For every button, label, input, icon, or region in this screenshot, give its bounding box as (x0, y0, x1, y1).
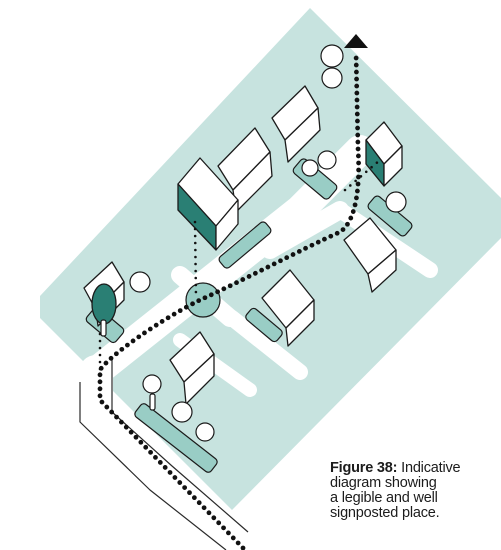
tree (321, 67, 343, 89)
side-route-to-east-landmark (343, 158, 382, 192)
planter-south (134, 403, 218, 473)
tree (301, 159, 319, 177)
tree (385, 191, 407, 213)
caption-line-2: diagram showing (330, 475, 437, 491)
trees (129, 44, 407, 442)
caption-line-3: a legible and well (330, 490, 438, 506)
signpost (149, 393, 156, 411)
landmark-building-centre (177, 157, 239, 251)
house-south-1 (169, 331, 215, 405)
signpost (100, 319, 107, 337)
tree (129, 271, 151, 293)
caption-line-1: Indicative (397, 460, 461, 476)
street-edge-lines (79, 360, 249, 550)
house-centre (261, 269, 315, 347)
central-green-space (185, 282, 221, 318)
landmark-building-east (365, 121, 403, 187)
terrace-north (217, 85, 321, 213)
tree (195, 422, 215, 442)
tree (320, 44, 344, 68)
side-route-to-centre-landmark (193, 220, 198, 300)
planter-centre (245, 307, 283, 343)
route-lines (97, 49, 382, 550)
tree (142, 374, 162, 394)
tree (171, 401, 193, 423)
house-east (343, 217, 397, 293)
signposts (100, 319, 156, 411)
planter-north (218, 221, 272, 269)
north-arrow-head (344, 34, 368, 48)
figure-label: Figure 38: (330, 460, 398, 476)
landmark-tree (91, 283, 117, 325)
tree (317, 150, 337, 170)
figure-caption: Figure 38: Indicative diagram showing a … (330, 461, 501, 521)
caption-line-4: signposted place. (330, 505, 440, 521)
